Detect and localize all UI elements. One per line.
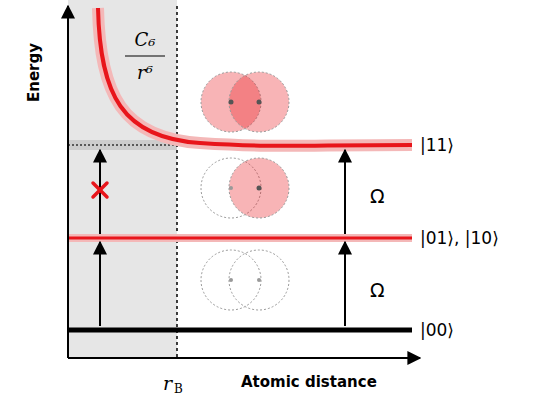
blockade-region	[68, 0, 177, 358]
axis-title: Energy	[27, 42, 42, 101]
transition-arrow	[344, 150, 346, 234]
fraction-bar	[125, 55, 165, 56]
transition-arrow	[344, 242, 346, 326]
state-label: |11⟩	[420, 137, 454, 154]
rabi-label: Ω	[370, 187, 385, 206]
level-00	[68, 328, 412, 333]
potential-halo	[98, 8, 412, 146]
formula-denominator: r⁶	[137, 64, 153, 82]
state-label: |01⟩, |10⟩	[420, 230, 499, 247]
dotted-level	[68, 144, 177, 146]
formula-numerator: C₆	[135, 31, 156, 49]
distance-axis	[68, 357, 420, 359]
blocked-cross	[93, 183, 107, 197]
level-halo	[68, 234, 412, 242]
axis-title: Atomic distance	[241, 375, 377, 390]
vdw-potential-curve	[98, 8, 412, 146]
transition-arrow	[99, 242, 101, 326]
blockade-radius-line	[176, 6, 178, 358]
radius-subscript: B	[174, 383, 183, 395]
atom-pairs	[201, 72, 289, 310]
state-label: |00⟩	[420, 322, 454, 339]
energy-axis	[67, 6, 69, 358]
level-01	[68, 237, 412, 240]
radius-symbol: r	[163, 374, 172, 393]
rabi-label: Ω	[370, 281, 385, 300]
